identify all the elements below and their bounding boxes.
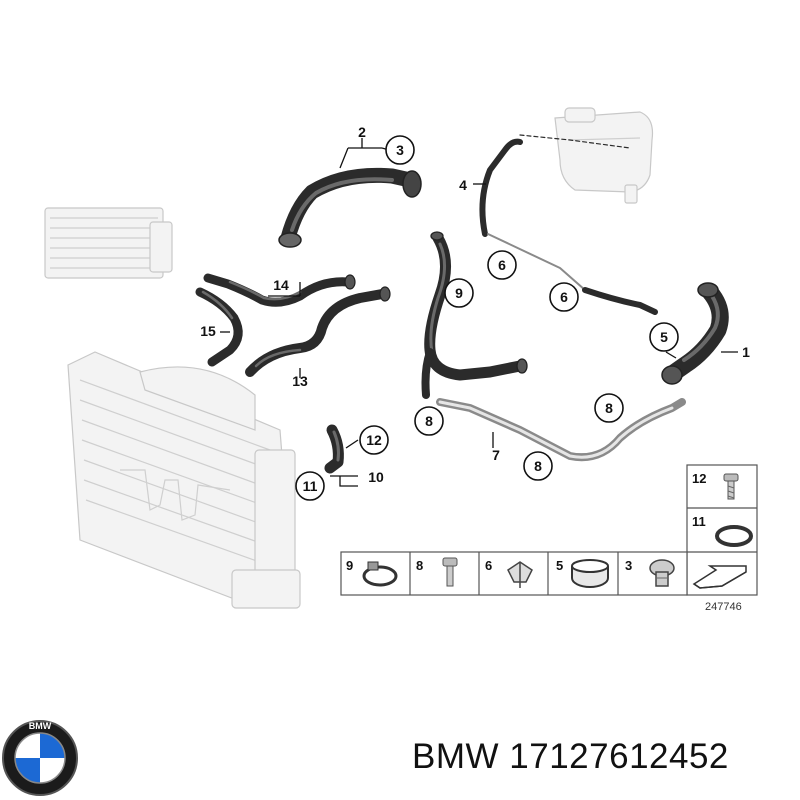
callout-7: 7: [492, 447, 500, 463]
svg-text:15: 15: [200, 323, 216, 339]
callout-11: 11: [295, 471, 325, 501]
hose-part-6: [582, 287, 658, 315]
svg-text:1: 1: [742, 344, 750, 360]
callout-6a: 6: [487, 250, 517, 280]
svg-text:14: 14: [273, 277, 289, 293]
callout-8b: 8: [594, 393, 624, 423]
svg-text:6: 6: [560, 289, 568, 305]
callout-1: 1: [742, 344, 750, 360]
spring-clamp-icon: [571, 559, 609, 588]
legend-bottom: 9 8 6 5 3: [340, 551, 688, 596]
callout-3: 3: [385, 135, 415, 165]
pipe-part-7: [436, 398, 686, 462]
svg-text:12: 12: [366, 432, 382, 448]
part-number: 17127612452: [509, 737, 729, 776]
reference-number: 247746: [705, 601, 742, 613]
svg-text:8: 8: [425, 413, 433, 429]
callout-5: 5: [649, 322, 679, 352]
callout-4: 4: [459, 177, 467, 193]
svg-text:4: 4: [459, 177, 467, 193]
expansion-tank-outline: [554, 107, 654, 204]
svg-text:BMW: BMW: [29, 721, 52, 731]
radiator-outline: [67, 351, 301, 609]
hose-part-13: [245, 286, 391, 377]
hose-part-1: [661, 282, 729, 385]
callout-6b: 6: [549, 282, 579, 312]
bmw-logo: BMW: [2, 720, 78, 796]
legend-label-5: 5: [556, 558, 563, 573]
callout-14: 14: [273, 277, 289, 293]
svg-text:5: 5: [660, 329, 668, 345]
callout-2: 2: [358, 124, 366, 140]
leader-lines: [220, 138, 738, 487]
callout-8a: 8: [414, 406, 444, 436]
svg-text:8: 8: [534, 458, 542, 474]
hose-part-9: [421, 231, 528, 399]
callout-8c: 8: [523, 451, 553, 481]
o-ring-icon: [715, 525, 753, 547]
hose-clamp-icon: [362, 561, 398, 587]
svg-text:8: 8: [605, 400, 613, 416]
legend-label-6: 6: [485, 558, 492, 573]
svg-text:7: 7: [492, 447, 500, 463]
legend-label-11: 11: [692, 514, 706, 529]
legend-label-9: 9: [346, 558, 353, 573]
part-number-caption: BMW 17127612452: [412, 737, 729, 777]
plug-icon: [649, 559, 675, 587]
svg-text:13: 13: [292, 373, 308, 389]
callout-15: 15: [200, 323, 216, 339]
arrow-icon: [692, 565, 747, 589]
callout-12: 12: [359, 425, 389, 455]
svg-text:6: 6: [498, 257, 506, 273]
brand-name: BMW: [412, 737, 500, 776]
svg-text:2: 2: [358, 124, 366, 140]
hose-part-15: [195, 287, 243, 367]
svg-text:9: 9: [455, 285, 463, 301]
svg-text:11: 11: [303, 478, 318, 494]
legend-label-8: 8: [416, 558, 423, 573]
hose-part-2: [278, 167, 422, 248]
oil-cooler-outline: [44, 207, 173, 279]
legend-label-12: 12: [692, 471, 706, 486]
clip-icon: [507, 561, 533, 588]
svg-text:3: 3: [396, 142, 404, 158]
callout-10: 10: [368, 469, 384, 485]
hose-part-4: [479, 134, 631, 291]
legend-right: 12 11: [686, 464, 758, 596]
callout-13: 13: [292, 373, 308, 389]
legend-label-3: 3: [625, 558, 632, 573]
bolt-icon: [442, 557, 458, 587]
svg-text:10: 10: [368, 469, 384, 485]
callout-9: 9: [444, 278, 474, 308]
hose-part-10: [324, 424, 344, 474]
screw-icon: [723, 473, 739, 500]
